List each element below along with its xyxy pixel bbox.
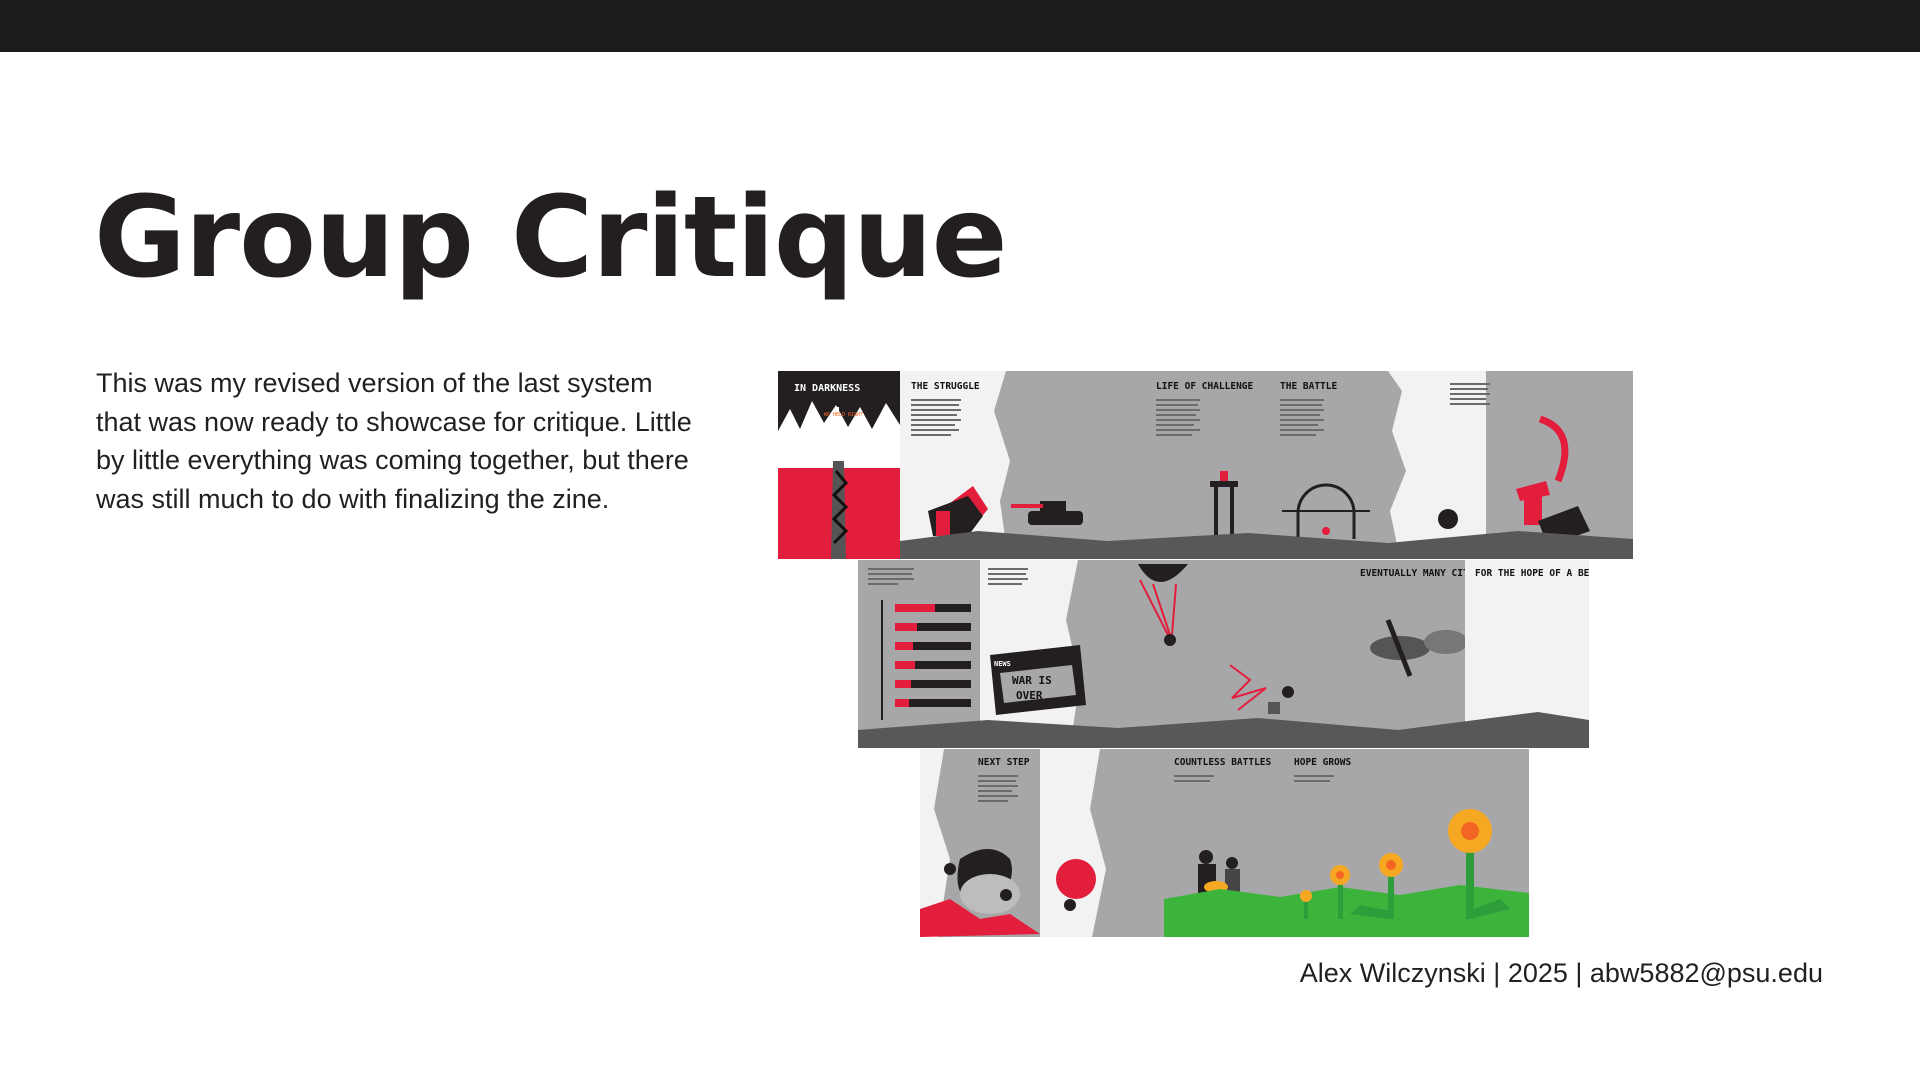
zine-spread-row-2: NEWS WAR IS OVER EVENTUALLY MANY CITIZEN… xyxy=(858,560,1589,748)
news-label: NEWS xyxy=(994,660,1011,668)
top-bar xyxy=(0,0,1920,52)
heading-countless-battles: COUNTLESS BATTLES xyxy=(1174,757,1272,768)
heading-the-struggle: THE STRUGGLE xyxy=(911,381,980,392)
news-line-2: OVER xyxy=(1016,689,1043,702)
slide-title: Group Critique xyxy=(94,173,1008,303)
zine-spread-row-3: NEXT STEP COUNTLESS BATTLES HOPE GROWS xyxy=(920,749,1529,937)
news-line-1: WAR IS xyxy=(1012,674,1052,687)
heading-next-step: NEXT STEP xyxy=(978,757,1030,768)
heading-for-the-hope-of-a-better-life: FOR THE HOPE OF A BETTER LIFE xyxy=(1475,568,1589,579)
heading-eventually-many-citizens-left: EVENTUALLY MANY CITIZENS LEFT xyxy=(1360,568,1526,579)
cover-subtitle: WE HELD RIGHT xyxy=(824,412,863,418)
heading-the-battle: THE BATTLE xyxy=(1280,381,1337,392)
cover-title: IN DARKNESS xyxy=(794,383,860,394)
heading-hope-grows: HOPE GROWS xyxy=(1294,757,1351,768)
slide-body-text: This was my revised version of the last … xyxy=(96,368,692,514)
heading-life-of-challenge: LIFE OF CHALLENGE xyxy=(1156,381,1254,392)
footer-credit: Alex Wilczynski | 2025 | abw5882@psu.edu xyxy=(1299,958,1823,988)
zine-spread-row-1: IN DARKNESS WE HELD RIGHT THE STRUGGLE L… xyxy=(778,371,1633,559)
